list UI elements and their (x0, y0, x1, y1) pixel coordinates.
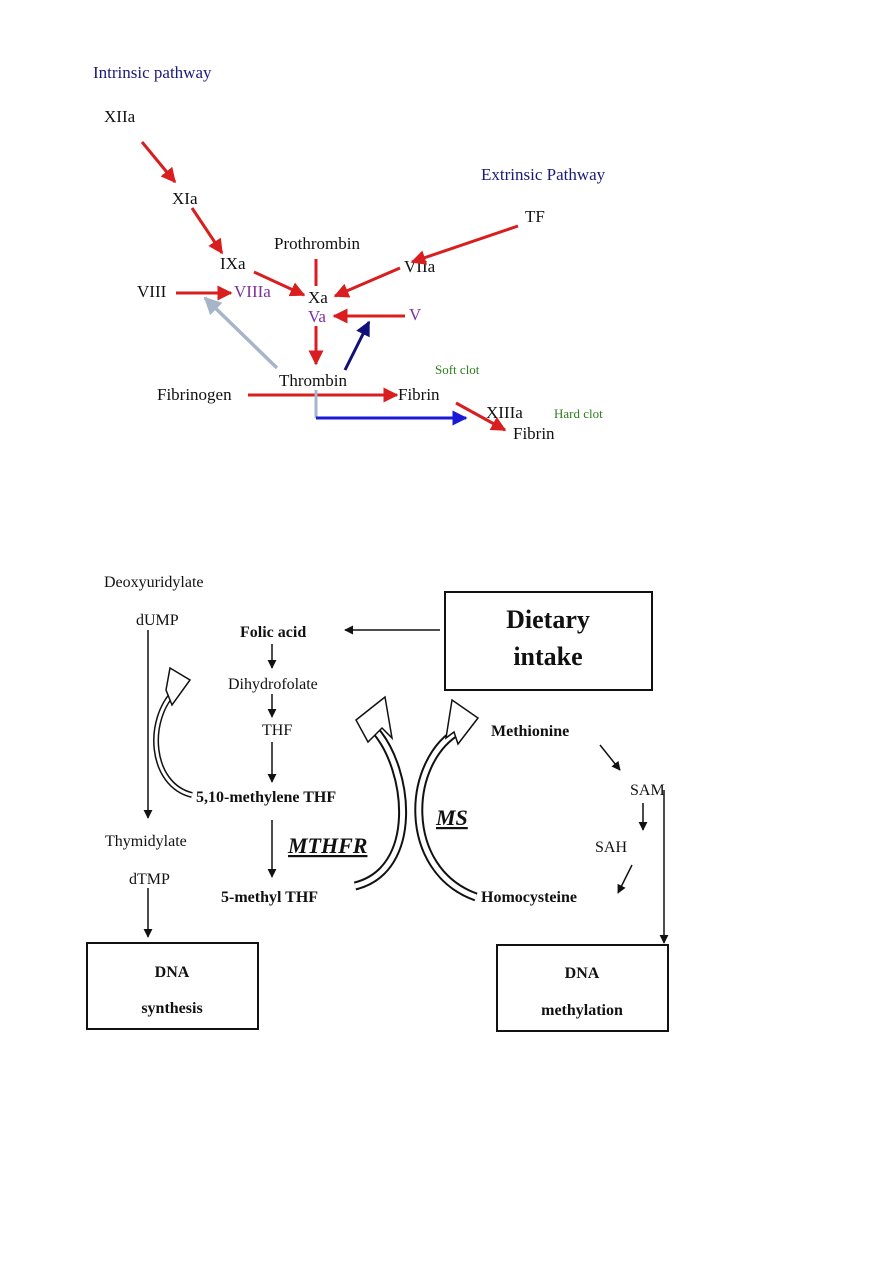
fibrin-label: Fibrin (398, 385, 440, 404)
curved-arrow-homocysteine-to-methionine-head (444, 698, 480, 746)
dna-methylation-box (496, 944, 669, 1032)
fibrinogen-label: Fibrinogen (157, 385, 232, 404)
methyl-thf-label: 5-methyl THF (221, 889, 318, 906)
factor-ixa-label: IXa (220, 254, 246, 273)
methionine-label: Methionine (491, 723, 569, 740)
ms-enzyme-label: MS (435, 805, 468, 830)
arrow-sah-to-homocysteine (617, 864, 633, 894)
dihydrofolate-label: Dihydrofolate (228, 676, 318, 693)
curved-arrow-thymidylate-head (165, 666, 192, 707)
factor-viiia-label: VIIIa (234, 282, 271, 301)
dna-synthesis-line1: DNA (155, 964, 190, 981)
curved-arrow-thymidylate-shaft (153, 687, 193, 798)
folic-acid-label: Folic acid (240, 624, 306, 641)
arrow-xiia-to-xia (140, 141, 177, 184)
sah-label: SAH (595, 839, 627, 856)
arrow-fibrin-to-crosslinked (455, 401, 507, 432)
mthfr-enzyme-label: MTHFR (287, 833, 367, 858)
tissue-factor-label: TF (525, 207, 545, 226)
curved-arrow-methyl-to-thf-shaft (353, 727, 408, 891)
thymidylate-label: Thymidylate (105, 833, 187, 850)
coagulation-diagram: Intrinsic pathway Extrinsic Pathway XIIa… (93, 63, 606, 443)
arrow-ixa-to-xa (253, 270, 306, 297)
arrow-viia-to-xa (333, 266, 401, 298)
thf-label: THF (262, 722, 292, 739)
methylene-thf-label: 5,10-methylene THF (196, 789, 336, 806)
curved-arrow-methyl-to-thf-head (355, 695, 394, 744)
sam-label: SAM (630, 782, 665, 799)
factor-va-label: Va (308, 307, 326, 326)
homocysteine-label: Homocysteine (481, 889, 577, 906)
curved-arrow-homocysteine-to-methionine-inner (416, 727, 477, 900)
dna-synthesis-box (86, 942, 259, 1030)
arrow-thrombin-feedback-viii (203, 296, 279, 370)
arrow-methionine-to-sam (599, 744, 621, 771)
extrinsic-pathway-title: Extrinsic Pathway (481, 165, 606, 184)
thrombin-label: Thrombin (279, 371, 347, 390)
curved-arrow-methyl-to-thf-inner (354, 728, 406, 889)
intrinsic-pathway-title: Intrinsic pathway (93, 63, 212, 82)
soft-clot-label: Soft clot (435, 362, 480, 377)
dietary-intake-line2: intake (513, 642, 582, 671)
curved-arrow-thymidylate-inner (154, 688, 193, 797)
factor-viii-label: VIII (137, 282, 167, 301)
fibrin-crosslinked-label: Fibrin (513, 424, 555, 443)
dna-methylation-line2: methylation (541, 1002, 623, 1019)
dtmp-label: dTMP (129, 871, 170, 888)
dump-label: dUMP (136, 612, 179, 629)
arrow-tf-to-viia (410, 224, 519, 265)
arrow-thrombin-feedback-v (343, 320, 371, 371)
prothrombin-label: Prothrombin (274, 234, 360, 253)
factor-v-label: V (409, 305, 422, 324)
folate-diagram: Dietary intake DNA synthesis DNA methyla… (86, 574, 669, 1032)
dietary-intake-box (444, 591, 653, 691)
dna-methylation-line1: DNA (565, 965, 600, 982)
arrow-xia-to-ixa (190, 207, 224, 255)
factor-xiiia-label: XIIIa (486, 403, 523, 422)
dietary-intake-line1: Dietary (506, 605, 590, 634)
hard-clot-label: Hard clot (554, 406, 603, 421)
dna-synthesis-line2: synthesis (141, 1000, 202, 1017)
deoxyuridylate-label: Deoxyuridylate (104, 574, 204, 591)
factor-xa-label: Xa (308, 288, 328, 307)
factor-xia-label: XIa (172, 189, 198, 208)
factor-xiia-label: XIIa (104, 107, 136, 126)
